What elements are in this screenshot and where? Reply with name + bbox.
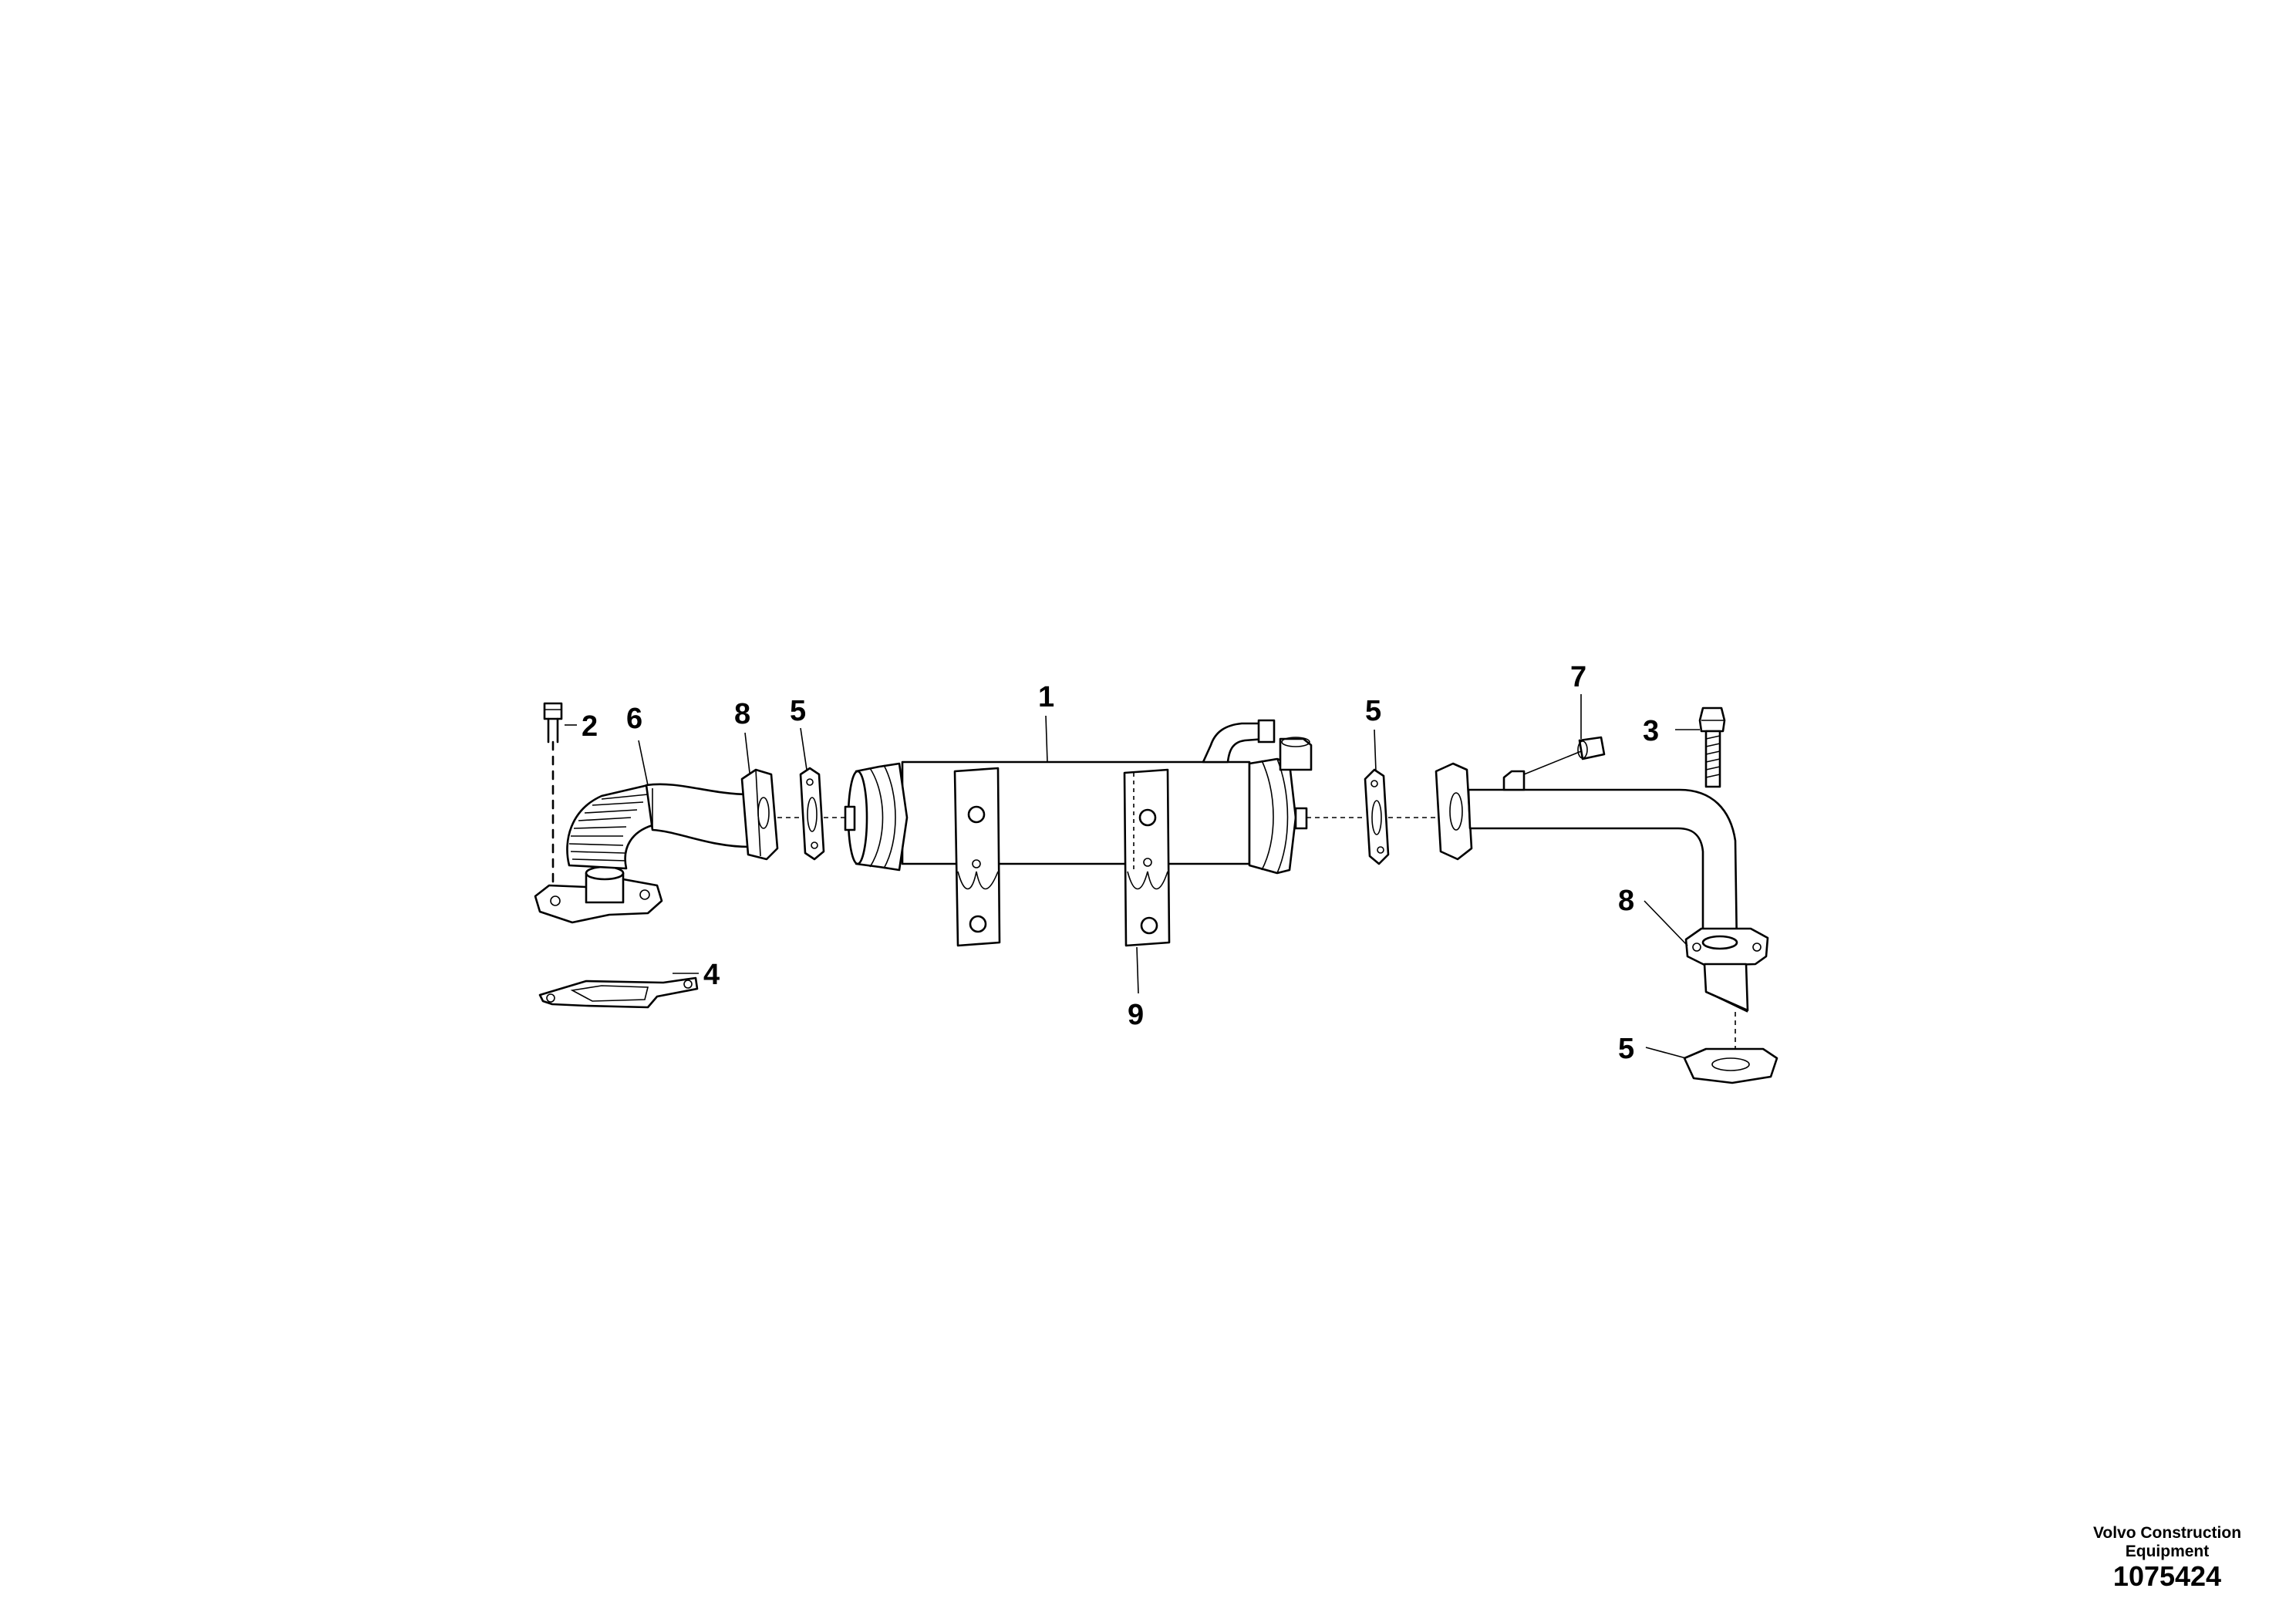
callout-5-right: 5 [1365,695,1381,727]
callout-labels: 1 2 6 8 5 5 7 3 8 4 9 5 [582,661,1659,1065]
callout-4: 4 [703,959,720,991]
gasket-5-bottom [1683,1047,1778,1084]
callout-1: 1 [1038,681,1054,713]
callout-9: 9 [1128,999,1144,1031]
callout-3: 3 [1643,715,1659,747]
pipe-right [1435,736,1769,1013]
gasket-5-left [799,767,825,861]
callout-5-bottom: 5 [1618,1033,1634,1065]
callout-8-right: 8 [1618,885,1634,917]
callout-5-left: 5 [790,695,806,727]
callout-8-left: 8 [734,698,750,730]
bolt-3 [1698,706,1726,788]
callout-6: 6 [626,703,642,735]
manufacturer-credit: Volvo Construction Equipment 1075424 [2052,1524,2283,1592]
gasket-5-right [1364,768,1390,865]
egr-cooler-1 [844,719,1313,947]
company-name-line2: Equipment [2125,1543,2210,1560]
callout-7: 7 [1570,661,1586,693]
callout-2: 2 [582,710,598,743]
company-name-line1: Volvo Construction [2092,1524,2242,1542]
flange-8-left [740,768,779,861]
drawing-number: 1075424 [2112,1560,2222,1592]
pipe-6 [534,783,751,924]
gasket-4 [538,976,699,1009]
leader-lines [565,694,1700,1059]
